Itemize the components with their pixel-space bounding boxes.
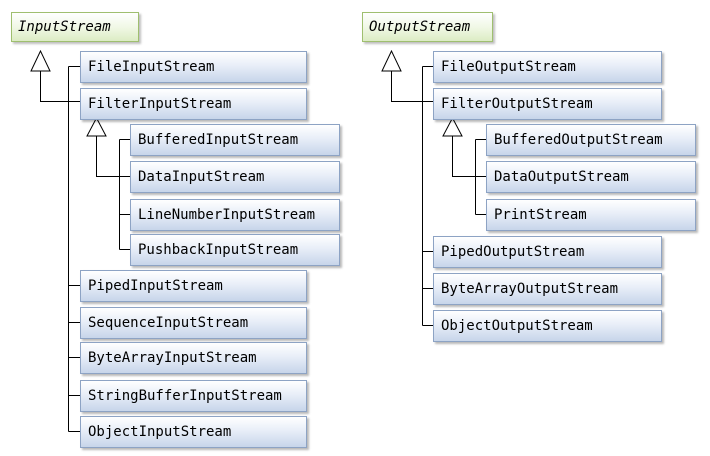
class-objectoutputstream: ObjectOutputStream	[433, 310, 662, 342]
class-objectinputstream: ObjectInputStream	[80, 416, 307, 448]
class-fileoutputstream: FileOutputStream	[433, 51, 662, 83]
class-sequenceinputstream: SequenceInputStream	[80, 307, 307, 339]
connector-filterinput-branches	[119, 139, 130, 250]
connector-input-branches	[68, 66, 80, 432]
connector-filteroutput-trunk	[452, 136, 486, 177]
class-bytearrayoutputstream: ByteArrayOutputStream	[433, 273, 662, 305]
class-datainputstream: DataInputStream	[130, 161, 340, 193]
inheritance-arrow-filterinputstream	[86, 116, 107, 137]
class-bufferedoutputstream: BufferedOutputStream	[486, 124, 696, 156]
connector-filterinput-trunk	[96, 136, 130, 177]
class-printstream: PrintStream	[486, 199, 696, 231]
inheritance-arrow-outputstream	[381, 49, 402, 72]
class-inputstream: InputStream	[11, 12, 139, 42]
connector-filteroutput-branches	[475, 139, 486, 215]
class-pushbackinputstream: PushbackInputStream	[130, 234, 340, 266]
class-bufferedinputstream: BufferedInputStream	[130, 124, 340, 156]
connector-output-trunk	[391, 71, 433, 102]
class-fileinputstream: FileInputStream	[80, 51, 307, 83]
class-dataoutputstream: DataOutputStream	[486, 161, 696, 193]
class-outputstream: OutputStream	[362, 12, 493, 42]
class-pipedoutputstream: PipedOutputStream	[433, 236, 662, 268]
class-bytearrayinputstream: ByteArrayInputStream	[80, 342, 307, 374]
connector-output-branches	[422, 66, 433, 326]
inheritance-arrow-inputstream	[30, 49, 51, 72]
class-pipedinputstream: PipedInputStream	[80, 270, 307, 302]
class-stringbufferinputstream: StringBufferInputStream	[80, 380, 307, 412]
inheritance-arrow-filteroutputstream	[442, 116, 463, 137]
class-filterinputstream: FilterInputStream	[80, 88, 307, 120]
class-linenumberinputstream: LineNumberInputStream	[130, 199, 340, 231]
class-filteroutputstream: FilterOutputStream	[433, 88, 662, 120]
connector-input-trunk	[40, 71, 80, 102]
